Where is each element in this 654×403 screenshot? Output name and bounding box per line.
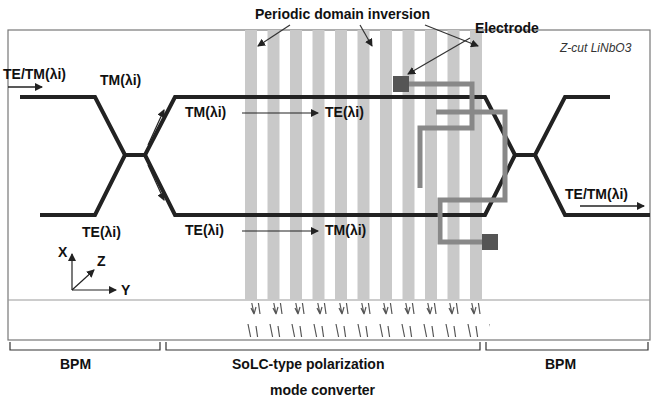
domain-stripe xyxy=(268,30,280,300)
leader-arrow xyxy=(258,25,290,46)
signal-label: TE(λi) xyxy=(82,224,121,240)
domain-stripe xyxy=(245,30,257,300)
domain-stripes xyxy=(245,30,482,300)
input-arrow xyxy=(8,86,42,87)
axis xyxy=(72,289,116,290)
domain-stripe xyxy=(313,30,325,300)
electrode-line xyxy=(436,112,505,242)
signal-label: TM(λi) xyxy=(100,72,141,88)
part-label: Electrode xyxy=(475,20,539,36)
axis xyxy=(71,254,72,290)
axis xyxy=(72,270,94,290)
electrode-pad xyxy=(393,76,409,92)
conversion-arrow xyxy=(242,230,318,231)
section-label: mode converter xyxy=(270,382,375,398)
signal-label: TE/TM(λi) xyxy=(3,66,66,82)
title-label: Periodic domain inversion xyxy=(255,6,430,22)
bracket xyxy=(486,342,648,350)
signal-label: TE(λi) xyxy=(185,222,224,238)
front-hatch xyxy=(242,303,490,337)
conversion-arrow xyxy=(242,112,318,113)
front-edge xyxy=(8,300,650,301)
domain-stripe xyxy=(290,30,302,300)
split-arrow xyxy=(148,110,164,145)
axis-label: Y xyxy=(121,282,130,298)
output-arrow xyxy=(580,205,644,206)
domain-stripe xyxy=(425,30,437,300)
bracket xyxy=(166,342,480,350)
leader-arrow xyxy=(425,25,478,46)
signal-label: TE(λi) xyxy=(325,104,364,120)
signal-label: TM(λi) xyxy=(185,104,226,120)
electrode-pad xyxy=(482,234,498,250)
domain-stripe xyxy=(403,30,415,300)
signal-label: TE/TM(λi) xyxy=(565,186,628,202)
domain-stripe xyxy=(335,30,347,300)
waveguide-upper xyxy=(20,97,610,155)
axis-label: Z xyxy=(97,253,106,269)
chip-body xyxy=(8,30,650,340)
substrate-label: Z-cut LiNbO3 xyxy=(560,40,631,56)
bracket xyxy=(10,342,160,350)
signal-label: TM(λi) xyxy=(325,222,366,238)
split-arrow xyxy=(148,165,164,200)
leader-arrow xyxy=(360,25,372,46)
axis-label: X xyxy=(58,244,67,260)
section-label: BPM xyxy=(60,356,91,372)
domain-stripe xyxy=(380,30,392,300)
leader-arrow xyxy=(408,38,470,74)
section-label: BPM xyxy=(545,356,576,372)
waveguide-lower xyxy=(40,155,650,215)
domain-stripe xyxy=(358,30,370,300)
electrode-line xyxy=(409,84,472,188)
section-label: SoLC-type polarization xyxy=(232,356,384,372)
domain-stripe xyxy=(448,30,460,300)
domain-stripe xyxy=(470,30,482,300)
